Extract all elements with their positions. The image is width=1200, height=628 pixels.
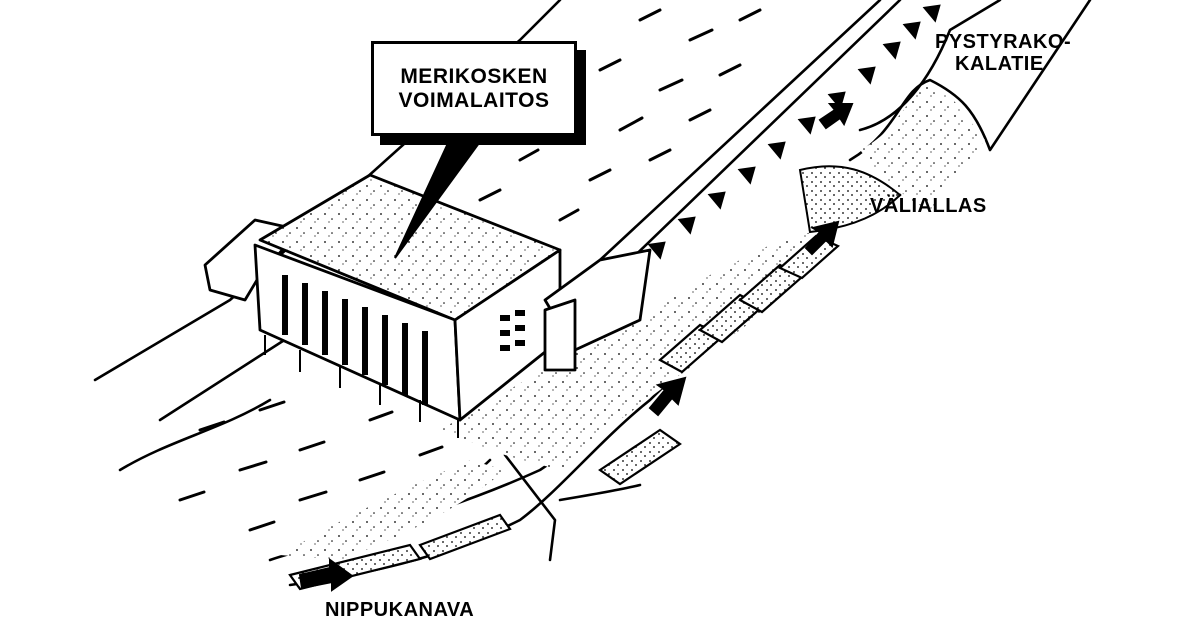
embankment-top xyxy=(598,0,882,262)
arrow-channel xyxy=(298,558,354,592)
power-plant-label-line1: MERIKOSKEN xyxy=(400,65,548,89)
plant-tower-step xyxy=(543,298,577,372)
fishway-outer-bank xyxy=(858,0,1002,132)
flow-arrows xyxy=(298,103,854,592)
fishway-label-line1: PYSTYRAKO- xyxy=(935,31,1072,53)
river-bank-upper xyxy=(93,0,562,382)
ground-area-center xyxy=(440,230,820,470)
embankment-bottom xyxy=(558,0,902,302)
channel-segments xyxy=(288,234,840,591)
pool-label: VÄLIALLAS xyxy=(870,195,987,217)
ground-area-lower xyxy=(280,460,505,560)
arrow-fishway xyxy=(818,103,854,130)
river-edge xyxy=(118,398,272,472)
power-plant-building xyxy=(203,173,652,422)
power-plant-label-line2: VOIMALAITOS xyxy=(398,88,550,112)
plant-window-columns xyxy=(282,275,428,405)
arrow-pool xyxy=(804,220,840,256)
fishway-basin-edge xyxy=(848,0,1092,162)
plant-pylons xyxy=(264,335,459,438)
fishway-label-line2: KALATIE xyxy=(955,52,1044,75)
arrow-lower-channel xyxy=(648,376,687,417)
power-plant-callout: MERIKOSKEN VOIMALAITOS xyxy=(371,41,577,136)
river-bank-upper-2 xyxy=(158,328,302,422)
bridge-road-1 xyxy=(503,453,557,562)
fishway-steps xyxy=(647,4,941,260)
lower-road-curve xyxy=(558,483,642,502)
fishway-label: PYSTYRAKO- KALATIE xyxy=(935,31,1072,75)
channel-label: NIPPUKANAVA xyxy=(325,599,475,621)
plant-end-grille xyxy=(500,310,525,351)
fishway-basin xyxy=(860,85,985,210)
